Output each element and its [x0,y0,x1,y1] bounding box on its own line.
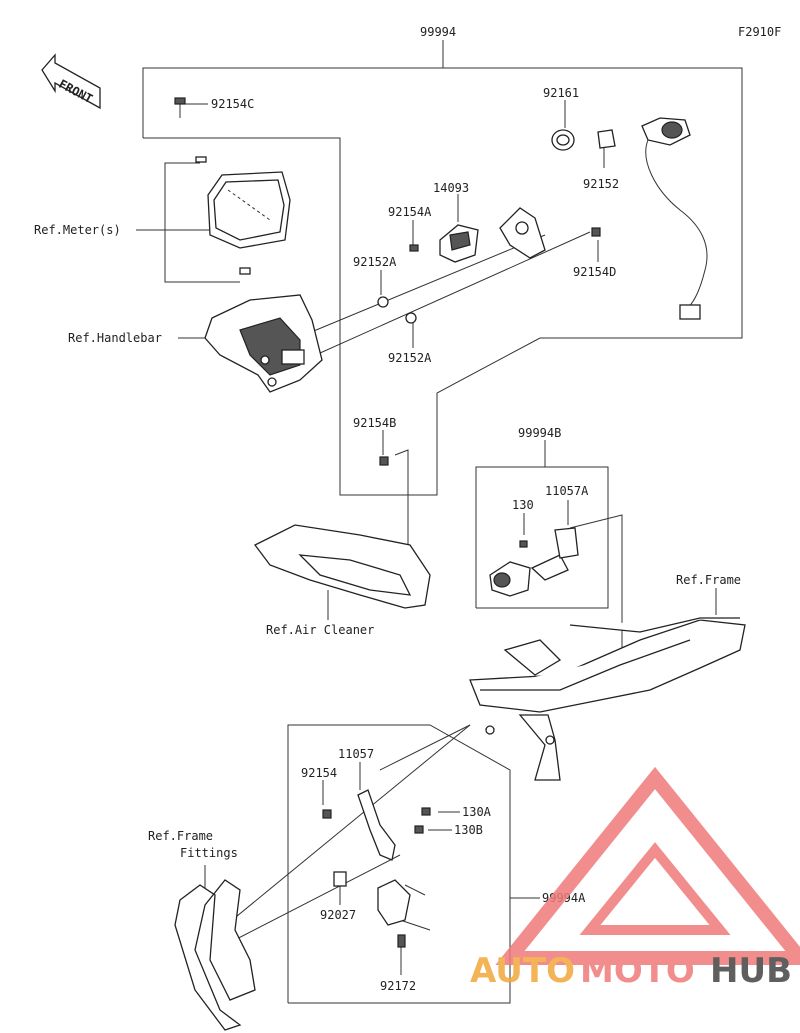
label-130: 130 [512,498,534,512]
label-130B: 130B [454,823,483,837]
socket-parts [377,117,708,324]
label-99994B: 99994B [518,426,561,440]
label-92152A-bot: 92152A [388,351,432,365]
watermark-logo: AUTO MOTO HUB [470,766,800,991]
label-92172: 92172 [380,979,416,993]
label-11057: 11057 [338,747,374,761]
ref-frame: Ref.Frame [676,573,741,587]
front-arrow-icon: FRONT [41,53,101,110]
watermark-moto: MOTO [580,951,695,991]
label-92154D: 92154D [573,265,616,279]
ref-meters: Ref.Meter(s) [34,223,121,237]
watermark-hub: HUB [710,951,792,991]
label-130A: 130A [462,805,492,819]
diagram-code: F2910F [738,25,781,39]
meter-illustration [174,97,291,275]
label-99994: 99994 [420,25,456,39]
frame-illustration [469,617,746,781]
ref-handlebar: Ref.Handlebar [68,331,162,345]
label-92154B: 92154B [353,416,396,430]
label-92152A-top: 92152A [353,255,397,269]
label-92027: 92027 [320,908,356,922]
air-cleaner-illustration [254,456,431,609]
ref-frame-fittings-2: Fittings [180,846,238,860]
label-11057A: 11057A [545,484,589,498]
part-labels: F2910F 99994 92154C 92161 14093 92152 92… [34,25,781,993]
label-92152: 92152 [583,177,619,191]
watermark-auto: AUTO [470,951,575,991]
label-92161: 92161 [543,86,579,100]
handlebar-illustration [204,294,323,393]
kit-a-illustration [174,789,431,1031]
label-92154: 92154 [301,766,337,780]
label-14093: 14093 [433,181,469,195]
socket-kit-b-illustration [489,527,579,597]
ref-air-cleaner: Ref.Air Cleaner [266,623,374,637]
label-92154C: 92154C [211,97,254,111]
ref-frame-fittings-1: Ref.Frame [148,829,213,843]
callout-lines [136,40,743,1004]
label-92154A: 92154A [388,205,432,219]
